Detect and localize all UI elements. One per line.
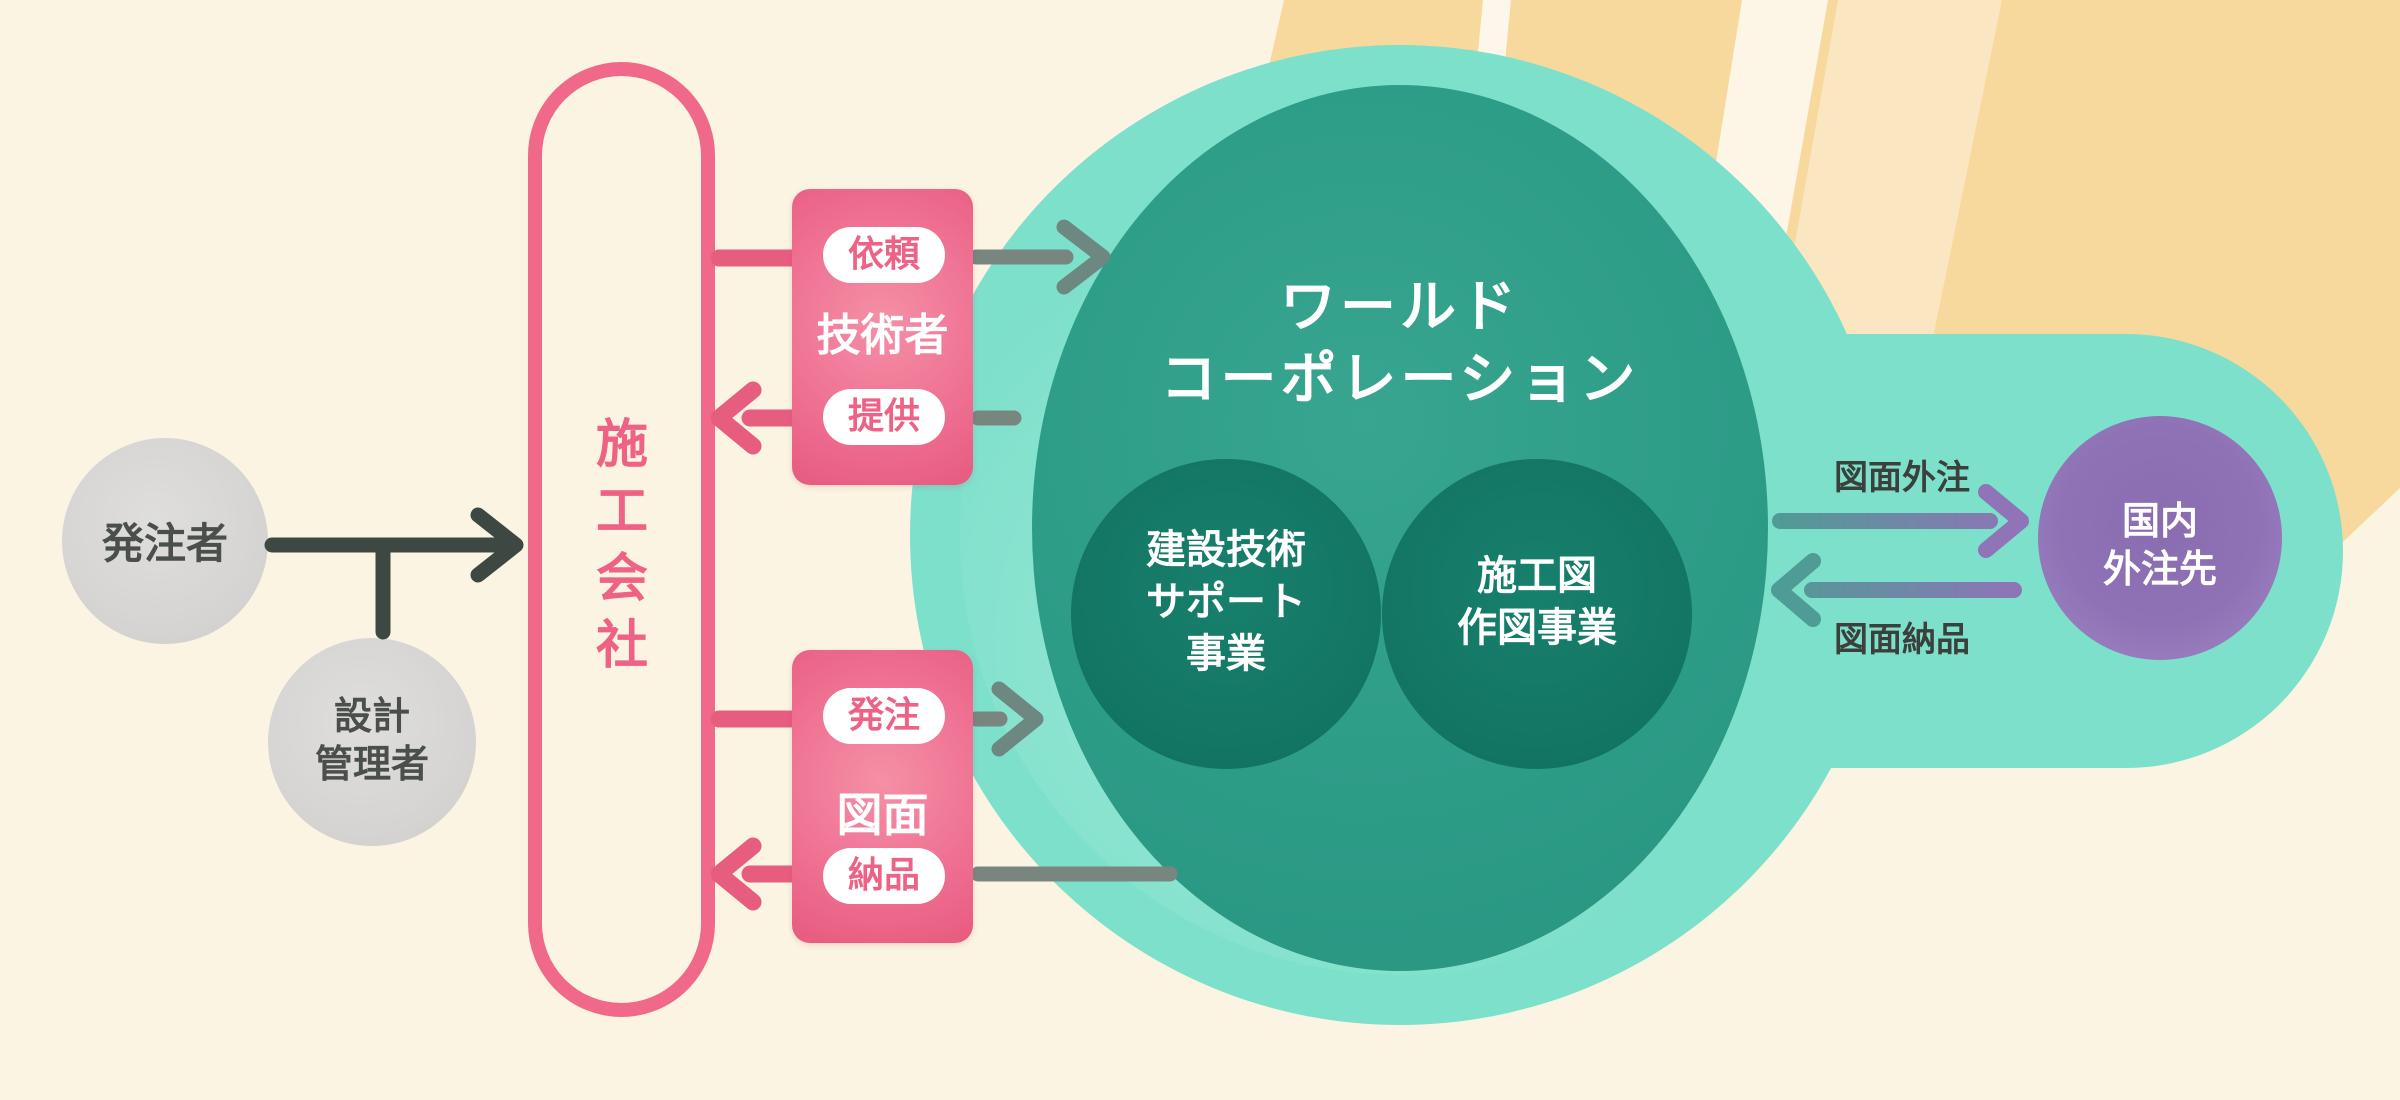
deliver-arrowhead-icon [710,837,762,911]
orderer-arrowhead-icon [470,507,524,583]
business-drawing-line1: 施工図 [1477,553,1597,599]
provide-arrowhead-icon [710,381,762,455]
company-char: 会 [596,549,649,609]
business-support-line3: 事業 [1186,631,1266,677]
company-char: 施 [596,415,649,475]
orderer-circle [62,438,268,644]
domestic-partner-label: 国内 外注先 [2038,497,2282,593]
design-manager-circle [268,638,476,846]
business-support-label: 建設技術 サポート 事業 [1071,524,1381,680]
company-char: 社 [596,616,649,676]
business-support-circle [1071,459,1381,769]
world-title-line1: ワールド [1280,275,1520,340]
orderer-label: 発注者 [101,519,228,568]
business-drawing-label: 施工図 作図事業 [1382,550,1692,654]
deliver-tag: 納品 [823,848,945,904]
design-manager-label-line1: 設計 [333,694,410,738]
delivery-label: 図面納品 [1834,620,1970,660]
world-title-line2: コーポレーション [1160,347,1640,412]
design-manager-label-line2: 管理者 [314,742,429,786]
business-drawing-line2: 作図事業 [1457,605,1617,651]
request-tag: 依頼 [823,227,945,283]
design-manager-label: 設計 管理者 [268,692,476,788]
domestic-partner-line1: 国内 [2121,499,2198,543]
domestic-partner-circle [2038,416,2282,660]
order-tag: 発注 [823,688,945,744]
outsource-label: 図面外注 [1834,458,1970,498]
business-support-line1: 建設技術 [1146,527,1306,573]
company-char: 工 [596,482,649,542]
provide-tag: 提供 [823,389,945,445]
business-support-line2: サポート [1146,579,1306,625]
engineer-label: 技術者 [816,310,949,361]
construction-company-label: 施 工 会 社 [596,412,648,680]
domestic-partner-line2: 外注先 [2102,547,2217,591]
world-corporation-title: ワールド コーポレーション [1050,272,1750,416]
drawing-label: 図面 [836,788,929,842]
business-drawing-circle [1382,459,1692,769]
